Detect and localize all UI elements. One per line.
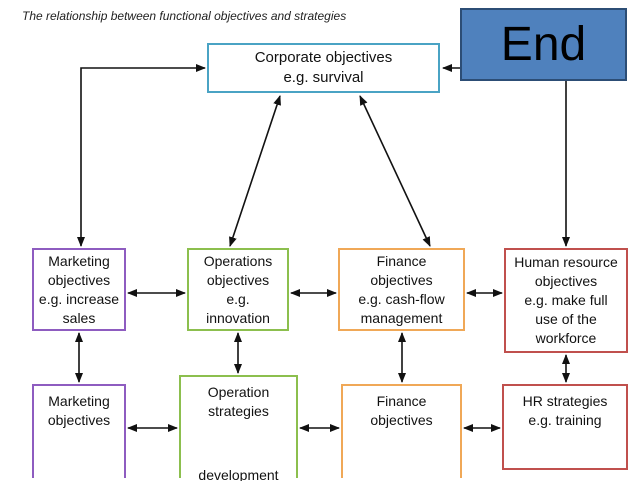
finance-strategies-box: Finance objectives (341, 384, 462, 478)
corporate-objectives-box: Corporate objectives e.g. survival (207, 43, 440, 93)
connector-marketing-corporate (77, 64, 206, 247)
connector-corporate-hr (442, 64, 570, 247)
marketing-strategies-box: Marketing objectives (32, 384, 126, 478)
marketing-objectives-box: Marketing objectives e.g. increase sales (32, 248, 126, 331)
operation-strategies-cut-line: development (198, 467, 279, 481)
connector-corporate-finance (359, 95, 431, 247)
end-button[interactable]: End (460, 8, 627, 81)
connector-operations-corporate (229, 95, 281, 247)
hr-strategies-box: HR strategies e.g. training (502, 384, 628, 470)
finance-objectives-box: Finance objectives e.g. cash-flow manage… (338, 248, 465, 331)
operations-objectives-box: Operations objectives e.g. innovation (187, 248, 289, 331)
operation-strategies-box: Operation strategies development (179, 375, 298, 481)
diagram-title: The relationship between functional obje… (22, 9, 347, 23)
hr-objectives-box: Human resource objectives e.g. make full… (504, 248, 628, 353)
